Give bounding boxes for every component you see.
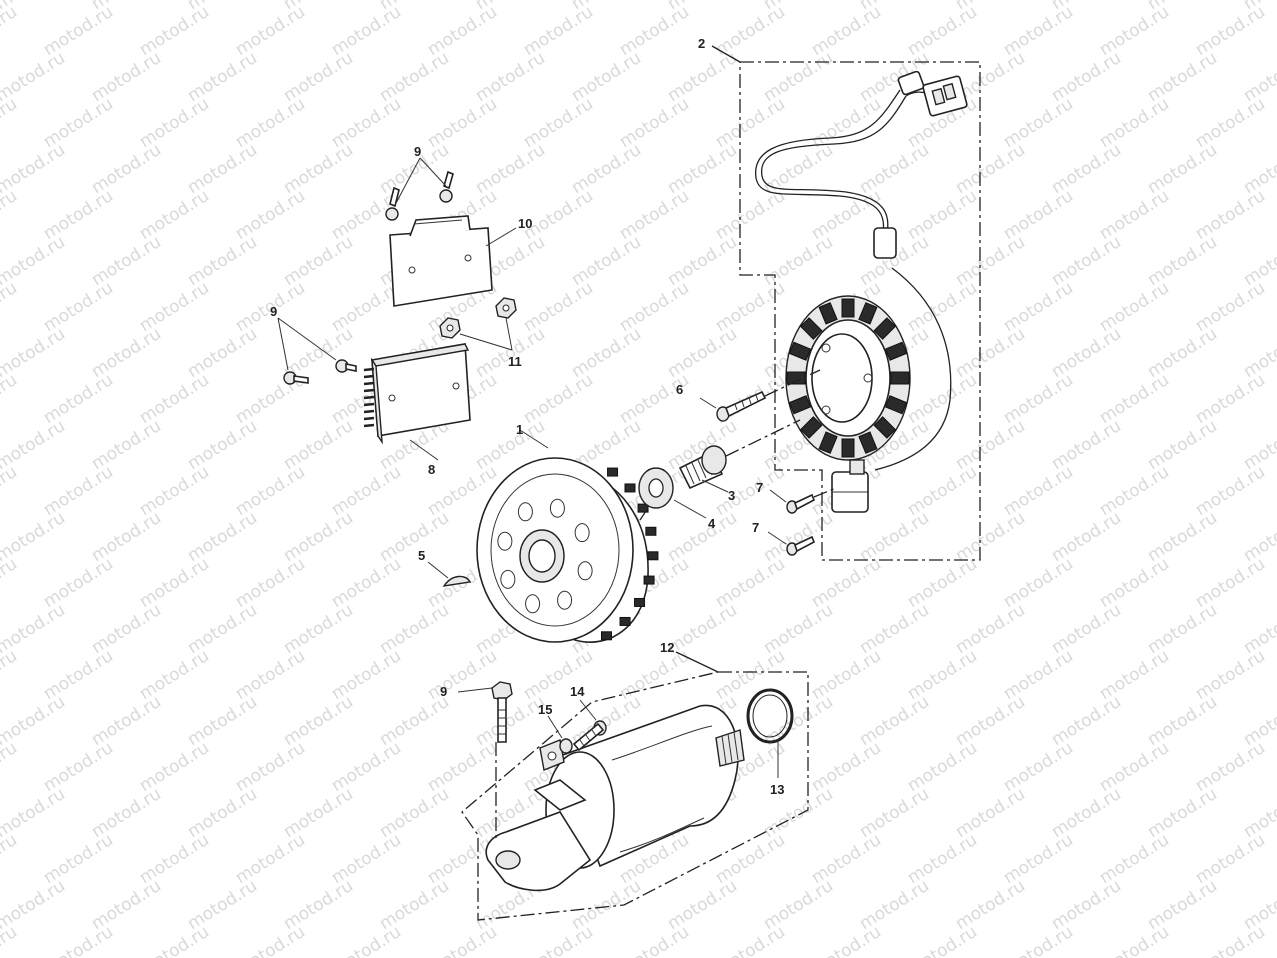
screw-9-cover-b [439,170,454,203]
watermark-text: motod.ru [328,922,405,958]
cover-plate-10 [389,215,493,307]
leader-15 [547,715,563,739]
watermark-text: motod.ru [1000,922,1077,958]
leader-5 [427,561,449,579]
callout-7-upper: 7 [756,480,763,495]
watermark-text: motod.ru [520,922,597,958]
callout-4: 4 [708,516,716,531]
connector-small [897,70,925,96]
watermark-text: motod.ru [0,738,21,796]
watermark-text: motod.ru [232,922,309,958]
callout-2: 2 [698,36,705,51]
leader-11-b [505,317,513,351]
watermark-text: motod.ru [0,278,21,336]
watermark-text: motod.ru [0,830,21,888]
o-ring-13 [746,688,794,744]
starter-motor [485,704,745,892]
flywheel-rotor [476,457,659,643]
watermark-text: motod.ru [712,922,789,958]
watermark-text: motod.ru [1192,922,1269,958]
leader-3 [701,479,729,493]
watermark-text: motod.ru [0,646,21,704]
leader-7a [769,489,787,503]
leader-9b-a [277,317,289,371]
leader-9a-b [419,157,447,187]
axis-bolt-6 [764,369,821,397]
assembly-frame-starter [461,671,809,921]
pickup-coil [831,459,869,513]
screw-9-cover-a [385,186,400,221]
watermark-text: motod.ru [0,94,21,152]
stator-coil [785,295,911,461]
leader-9b-b [277,317,337,361]
nut-11-a [439,317,461,339]
assembly-frame-stator [739,61,981,561]
callout-8: 8 [428,462,435,477]
watermark-text: motod.ru [0,2,21,60]
callout-9-starter: 9 [440,684,447,699]
callout-6: 6 [676,382,683,397]
callout-10: 10 [518,216,532,231]
bolt-9-starter [491,681,513,743]
screw-7-lower [786,535,816,556]
callout-13: 13 [770,782,784,797]
leader-12 [675,651,719,673]
callout-9-cover: 9 [414,144,421,159]
leader-8 [409,439,439,461]
leader-11-a [459,333,513,351]
callout-1: 1 [516,422,523,437]
starter-shaft [715,729,745,767]
woodruff-key-5 [442,575,472,587]
watermark-text: motod.ru [616,922,693,958]
leader-9a-a [394,157,421,206]
leader-10 [485,227,517,247]
axis-bolt-3 [725,419,801,457]
flywheel-bolt-3 [678,445,727,490]
watermark-text: motod.ru [0,370,21,428]
leader-6 [699,397,717,409]
bolt-6 [716,390,767,422]
callout-12: 12 [660,640,674,655]
callout-5: 5 [418,548,425,563]
watermark-text: motod.ru [1096,922,1173,958]
callout-7-lower: 7 [752,520,759,535]
leader-1 [519,429,549,449]
screw-9-regulator-a [283,371,309,385]
callout-15: 15 [538,702,552,717]
screw-7-upper [786,493,816,514]
watermark-text: motod.ru [904,922,981,958]
watermark-text: motod.ru [40,922,117,958]
watermark-text: motod.ru [0,554,21,612]
washer-15 [559,738,573,754]
callout-11: 11 [508,354,522,369]
grommet [873,227,897,259]
leader-2 [711,45,741,63]
watermark-text: motod.ru [0,462,21,520]
axis-screw-7 [813,487,837,498]
nut-11-b [495,297,517,319]
leader-9c [457,687,493,693]
regulator-rectifier [363,343,471,445]
watermark-text: motod.ru [0,186,21,244]
leader-7b [767,531,787,545]
watermark-text: motod.ru [136,922,213,958]
screw-9-regulator-b [335,359,357,373]
leader-14 [579,699,597,721]
washer-4 [638,467,674,509]
callout-9-regulator: 9 [270,304,277,319]
watermark-text: motod.ru [424,922,501,958]
watermark-text: motod.ru [0,922,21,958]
bolt-14 [572,720,607,752]
leader-4 [673,499,707,519]
connector-block [922,75,968,117]
stator-wire-harness [755,70,968,471]
watermark-text: motod.ru [808,922,885,958]
callout-3: 3 [728,488,735,503]
callout-14: 14 [570,684,585,699]
